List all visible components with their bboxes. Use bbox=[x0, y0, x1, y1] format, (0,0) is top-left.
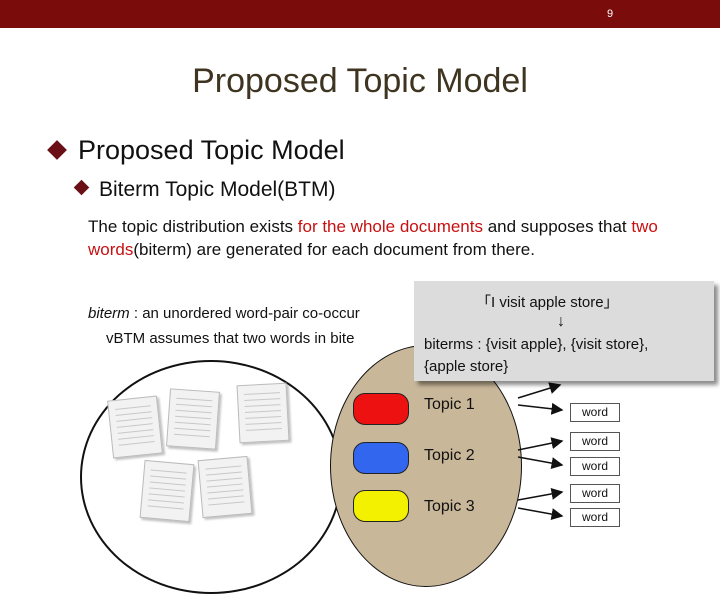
bullet-level1-text: Proposed Topic Model bbox=[78, 135, 345, 165]
bullet-level2: Biterm Topic Model(BTM) bbox=[73, 178, 336, 202]
arrow-topic3-word bbox=[517, 487, 564, 501]
arrow-topic2-word bbox=[517, 437, 564, 451]
biterms-list: biterms : {visit apple}, {visit store}, bbox=[424, 336, 649, 353]
biterms-list-continued: {apple store} bbox=[424, 358, 509, 375]
slide-title: Proposed Topic Model bbox=[192, 62, 528, 100]
word-box: word bbox=[570, 457, 620, 476]
topic-2-label: Topic 2 bbox=[424, 447, 475, 464]
word-box: word bbox=[570, 484, 620, 503]
word-box: word bbox=[570, 432, 620, 451]
arrow-topic2-word bbox=[517, 456, 564, 470]
checkmark-bullet-icon: v bbox=[106, 330, 114, 347]
btm-assumption: vBTM assumes that two words in bite bbox=[106, 330, 354, 347]
arrow-topic1-word bbox=[517, 382, 562, 399]
biterm-term: biterm bbox=[88, 305, 130, 322]
topic-word-arrows bbox=[517, 382, 564, 521]
paragraph-text: and supposes that bbox=[482, 217, 632, 236]
biterm-definition-text: : an unordered word-pair co-occur bbox=[129, 305, 360, 322]
btm-assumption-text: BTM assumes that two words in bite bbox=[113, 330, 355, 347]
page-number: 9 bbox=[606, 8, 614, 20]
arrow-topic3-word bbox=[517, 507, 564, 521]
arrow-topic1-word bbox=[517, 402, 564, 415]
bullet-level2-text: Biterm Topic Model(BTM) bbox=[99, 178, 336, 201]
header-bar bbox=[0, 0, 720, 28]
topic-2-marker bbox=[353, 442, 409, 474]
word-box: word bbox=[570, 403, 620, 422]
biterm-example-callout: 「I visit apple store」 ↓ biterms : {visit… bbox=[414, 281, 714, 381]
paragraph-text: The topic distribution exists bbox=[88, 217, 298, 236]
word-box: word bbox=[570, 508, 620, 527]
topic-1-marker bbox=[353, 393, 409, 425]
biterm-definition: biterm : an unordered word-pair co-occur bbox=[88, 305, 360, 322]
topic-3-marker bbox=[353, 490, 409, 522]
topic-3-label: Topic 3 bbox=[424, 498, 475, 515]
bullet-level1: Proposed Topic Model bbox=[47, 135, 345, 166]
description-paragraph: The topic distribution exists for the wh… bbox=[88, 215, 698, 261]
paragraph-text: (biterm) are generated for each document… bbox=[133, 240, 535, 259]
highlight-text: two words bbox=[88, 217, 658, 259]
highlight-text: for the whole documents bbox=[297, 217, 483, 236]
topic-1-label: Topic 1 bbox=[424, 396, 475, 413]
example-sentence: 「I visit apple store」 bbox=[476, 294, 619, 311]
down-arrow-icon: ↓ bbox=[557, 313, 565, 330]
